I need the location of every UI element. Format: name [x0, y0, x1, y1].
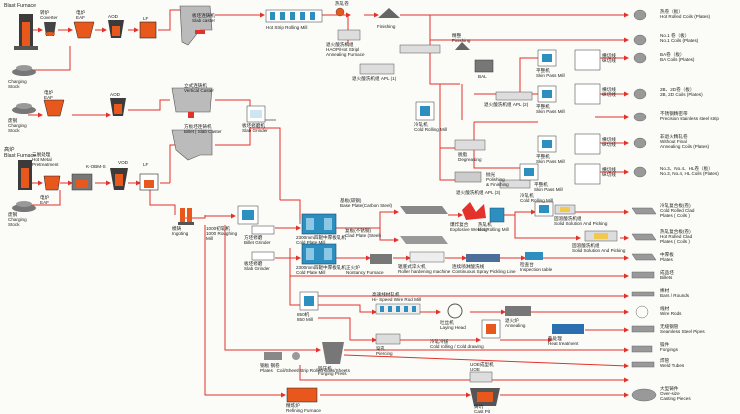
label-charging-stock-1: Charging Stock	[8, 79, 27, 89]
label-cold-rolling-clad: 冷轧机 Cold Rolling Mill	[520, 193, 553, 203]
label-solid-pickling-1: 固溶酸洗机组 Solid Solution And Picking	[554, 216, 608, 226]
label-slab-caster: 板坯连铸机 Slab caster	[192, 13, 215, 23]
label-converter: 转炉 Coverter	[40, 10, 58, 20]
label-wire-rod-mill: 高速线材轧机 Hi- Speed Wire Rod Mill	[372, 292, 422, 302]
label-heat-treatment: 热处理 Heat treatment	[548, 336, 579, 346]
label-eaf-3: 电炉 EAF	[40, 195, 50, 205]
blast-furnace-icon	[14, 14, 38, 50]
label-vod: VOD	[118, 160, 128, 165]
label-slab-grinder-1: 板坯修磨机 Slab Grinder	[242, 123, 268, 133]
product-ba-coils: BA卷（板） BA Coils (Plates)	[660, 52, 695, 63]
label-cast-pit: 铸坑 Cast Pit	[474, 404, 491, 414]
label-hot-rolling-mill: 热轧机 Hot Rolling Mill	[478, 222, 509, 232]
label-slab-grinder-2: 板坯修磨 Slab Grinder	[244, 261, 270, 271]
label-cold-rolling-drawing: 冷轧冷拔 Cold rolling / Cold drawing	[430, 339, 484, 349]
label-plate-mill-1: 2300mm四辊中厚板轧机 Cold Plate Mill	[296, 235, 347, 245]
label-apl-3: 退火酸洗机组 APL (3)	[456, 190, 501, 195]
label-blast-furnace-1: Blast Furnace	[4, 3, 37, 9]
label-aod-1: AOD	[108, 14, 118, 19]
label-hot-strip-mill: Hot Strip Rolling Mill	[266, 25, 308, 30]
label-lf-1: LF	[143, 16, 149, 21]
label-bl-1: 横切线 纵切线	[602, 53, 616, 63]
label-skin-pass-3: 平整机 Skin Pass Mill	[536, 154, 565, 164]
label-finishing-1: Finishing	[377, 24, 396, 29]
label-eaf-2: 电炉 EAF	[44, 90, 54, 100]
label-refining-furnace: 精炼炉 Refining Furnace	[286, 403, 321, 413]
label-eaf-1: 电炉 EAF	[76, 10, 86, 20]
label-apl-1: 退火酸洗机组 APL (1)	[352, 76, 397, 81]
label-aod-2: AOD	[110, 92, 120, 97]
label-piercing: 穿孔 Piercing	[376, 346, 393, 356]
label-roller-hardening: 辊底式淬火机 Roller hardening machine	[398, 264, 451, 274]
label-vertical-caster: 立式连铸机 Vertical Caster	[184, 83, 214, 93]
product-cold-rolled-clad: 冷轧复合板(卷) Cold Rolled Clad Plates ( Coils…	[660, 203, 695, 219]
label-hot-metal: 三脱处理 Hot Metal Pretreatment	[32, 152, 59, 167]
label-bal: BAL	[478, 74, 487, 79]
label-billet-caster: 方板坯连铸机 Billet | Slab Caster	[184, 124, 222, 134]
label-skin-pass-1: 平整机 Skin Pass Mill	[536, 68, 565, 78]
label-base-plate: 基板(碳钢) Base Plate(Carbon Steel)	[340, 198, 393, 208]
product-seamless-pipes: 无缝钢管 Seamless Steel Pipes	[660, 324, 705, 335]
label-850-mill: 850机 850 Mill	[297, 312, 313, 322]
label-plate-mill-2: 2300mm四辊中厚板轧机 Cold Plate Mill	[296, 265, 347, 275]
label-blast-furnace-2: 高炉 Blast Furnace	[4, 147, 37, 159]
product-2b2d-coils: 2B、2D卷（板） 2B, 2D Coils (Plates)	[660, 87, 703, 98]
product-wire-rods: 线材 Wire Rods	[660, 306, 682, 317]
product-hot-rolled-coils: 热卷（板） Hot Rolled Coils (Plates)	[660, 9, 711, 20]
product-weld-tubes: 焊管 Weld Tubes	[660, 358, 685, 369]
label-skin-pass-2: 平整机 Skin Pass Mill	[536, 104, 565, 114]
label-spray-pickling: 连续喷淋酸洗线 Continuous Spray Pickling Line	[452, 264, 516, 274]
product-precision-strip: 不锈钢精密带 Precision stainless steel strip	[660, 111, 719, 122]
label-annealing: 退火炉 Annealing	[505, 318, 526, 328]
product-without-final-annealing: 非退火精轧卷 Without Final Annealing Coils (Pl…	[660, 134, 710, 150]
label-nontancy: 正火炉 Nontancy Furnace	[346, 265, 384, 275]
label-anneal-hot: 退火酸洗机组 HAOP/Hot Stripl Annealing Furnace	[326, 42, 365, 57]
label-kobm: K-OBM-S	[86, 164, 106, 169]
label-explosive: 爆炸复合 Explosive Welding	[450, 222, 488, 232]
label-charging-stock-2: 废钢 Charging Stock	[8, 118, 27, 133]
product-billets: 成品坯 Billets	[660, 270, 674, 281]
label-billet-grinder: 方坯修磨 Billet Grinder	[244, 235, 271, 245]
product-no1-coils: No.1 卷（板） No.1 Coils (Plates)	[660, 33, 699, 44]
label-bl-3: 横切线 纵切线	[602, 137, 616, 147]
label-apl-2: 退火酸洗机组 APL (2)	[484, 102, 529, 107]
label-clad-plate: 复板(不锈钢) Clad Plate (Steel)	[345, 228, 382, 238]
product-bars-rounds: 棒材 Bars / Rounds	[660, 288, 690, 299]
label-charging-stock-3: 废钢 Charging Stock	[8, 212, 27, 227]
label-uoe: UOE成型机 UOE	[470, 362, 494, 372]
label-finishing-2: 精整 Finishing	[452, 33, 471, 43]
label-polishing: 抛光 Polishing & Finishing	[486, 172, 509, 187]
charging-stock-icon	[12, 65, 36, 76]
ingoting-icon	[178, 208, 194, 225]
product-plates: 中厚板 Plates	[660, 252, 674, 263]
label-degreasing: 脱脂 Degreasing	[458, 152, 482, 162]
label-bl-4: 横切线 纵切线	[602, 167, 616, 177]
label-cold-rolling-mill: 冷轧机 Cold Rolling Mill	[414, 122, 447, 132]
label-ingoting: 模铸 Ingoting	[172, 226, 189, 236]
label-plates-coils: 钢板 钢卷 Plates Coil/Sheet/Strip Rolled Coi…	[260, 363, 350, 373]
product-forgings: 锻件 Forgings	[660, 342, 678, 353]
label-forging-press: 锻压机 Forging Press	[318, 366, 347, 376]
label-roughing-mill: 1000初轧机 1000 Roughing Mill	[206, 226, 238, 241]
plate-mill-icon	[301, 213, 337, 265]
label-hot-coil: 热轧卷	[335, 1, 349, 6]
label-laying-head: 吐丝机 Laying Head	[440, 320, 466, 330]
product-over-size-casting: 大型铸件 Over-size Casting Pieces	[660, 386, 691, 402]
product-hot-rolled-clad: 热轧复合板(卷) Hot Rolled Clad Plates ( Coils …	[660, 229, 693, 245]
label-skin-pass-4: 平整机 Skin Pass Mill	[534, 182, 563, 192]
hot-strip-mill-icon	[265, 9, 323, 23]
label-solid-pickling-2: 固溶酸洗机组 Solid Solution And Picking	[572, 243, 626, 253]
product-no3-no4-hl: No.3、No.4、HL卷（板） No.3, No.4, HL Coils (P…	[660, 166, 719, 177]
label-inspection: 检查台 Inspection table	[520, 262, 553, 272]
label-bl-2: 横切线 纵切线	[602, 87, 616, 97]
label-lf-2: LF	[143, 162, 149, 167]
